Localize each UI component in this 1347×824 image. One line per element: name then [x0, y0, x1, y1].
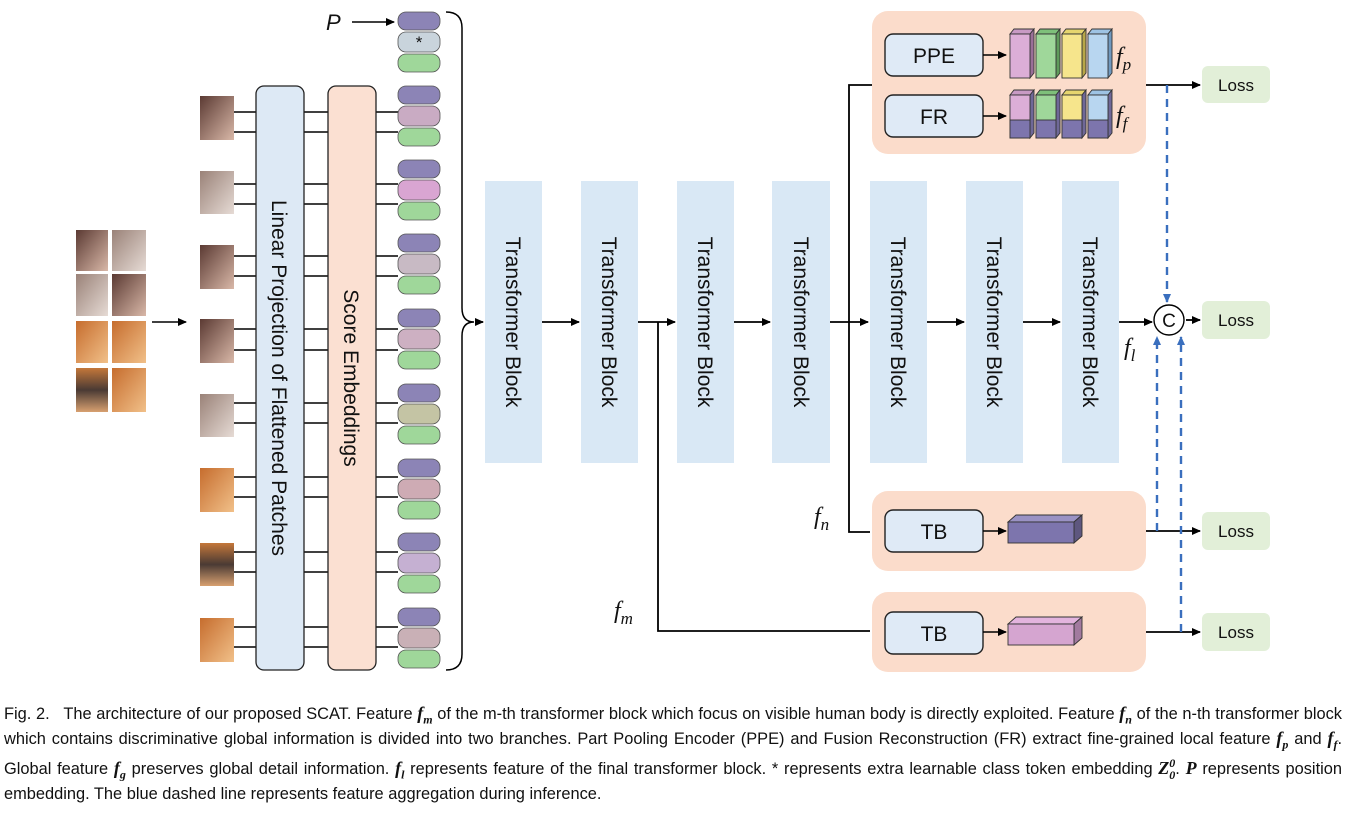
- caption-math-p: P: [1185, 758, 1197, 779]
- transformer-block-4: [772, 181, 830, 463]
- transformer-block-6: [966, 181, 1023, 463]
- loss-box-local: [1202, 66, 1270, 103]
- ppe-feature-cuboids: [1009, 27, 1113, 80]
- transformer-block-1: [485, 181, 542, 463]
- loss-label-final: Loss: [1218, 311, 1254, 330]
- tb-visible-label: TB: [921, 623, 948, 646]
- transformer-block-3: [677, 181, 734, 463]
- caption-fig-label: Fig. 2.: [4, 705, 50, 723]
- patch-thumb-6: [200, 468, 234, 512]
- transformer-block-4-label: Transformer Block: [789, 237, 812, 408]
- fr-label: FR: [920, 106, 948, 129]
- transformer-blocks: [485, 181, 1119, 463]
- token-embeddings: [397, 11, 441, 669]
- linear-projection-box: [255, 85, 305, 671]
- caption-text-5: . Global feature: [4, 730, 1342, 779]
- transformer-block-2: [581, 181, 638, 463]
- fm-feature-cuboid: [1006, 616, 1084, 646]
- cls-token-top: [397, 11, 441, 31]
- caption-math-fg: fg: [113, 758, 126, 782]
- loss-boxes: [1202, 66, 1270, 651]
- score-embeddings-label: Score Embeddings: [339, 289, 362, 466]
- loss-arrows: [1146, 81, 1201, 636]
- loss-label-local: Loss: [1218, 76, 1254, 95]
- cls-token-star-label: *: [416, 33, 423, 52]
- transformer-block-7-label: Transformer Block: [1078, 237, 1101, 408]
- cls-token-star: [397, 31, 441, 53]
- tb-global-label: TB: [921, 521, 948, 544]
- caption-text-1: The architecture of our proposed SCAT. F…: [63, 705, 418, 723]
- concat-label: C: [1162, 311, 1176, 332]
- patch-thumb-4: [200, 319, 234, 363]
- caption-math-fm: fm: [417, 703, 433, 727]
- caption-math-fn: fn: [1119, 703, 1132, 727]
- loss-box-final: [1202, 301, 1270, 339]
- caption-math-fl: fl: [395, 758, 405, 782]
- input-image: [76, 230, 146, 412]
- patch-thumb-8: [200, 618, 234, 662]
- loss-label-visible: Loss: [1218, 623, 1254, 642]
- caption-text-3: of the n-th transformer block which cont…: [4, 705, 1343, 749]
- caption-text-2: of the m-th transformer block which focu…: [432, 705, 1120, 723]
- concat-node: [1153, 304, 1185, 336]
- caption-text-9: represents position embedding. The blue …: [4, 760, 1342, 803]
- loss-box-visible: [1202, 613, 1270, 651]
- inference-aggregation-lines: [1153, 85, 1185, 632]
- caption-text-4: and: [1288, 730, 1328, 749]
- cls-token-bottom: [397, 53, 441, 73]
- main-flow-arrows: [475, 84, 1201, 632]
- feature-fm-label: fm: [614, 598, 633, 628]
- patch-thumb-2: [200, 171, 234, 214]
- patch-connectors: [234, 111, 398, 648]
- fg-feature-cuboid: [1006, 514, 1084, 544]
- transformer-block-5-label: Transformer Block: [886, 237, 909, 408]
- transformer-block-1-label: Transformer Block: [501, 237, 524, 408]
- patch-thumb-7: [200, 543, 234, 586]
- feature-fp-label: fp: [1116, 44, 1131, 74]
- fr-feature-cuboids: [1009, 88, 1113, 140]
- linear-projection-label: Linear Projection of Flattened Patches: [267, 200, 290, 556]
- caption-math-z: Z00: [1158, 756, 1176, 782]
- transformer-block-5: [870, 181, 927, 463]
- transformer-block-7: [1062, 181, 1119, 463]
- token-brace: [445, 11, 475, 671]
- transformer-block-6-label: Transformer Block: [982, 237, 1005, 408]
- transformer-block-2-label: Transformer Block: [597, 237, 620, 408]
- loss-label-global: Loss: [1218, 522, 1254, 541]
- ppe-label: PPE: [913, 45, 955, 68]
- tb-module-visible: [884, 611, 984, 655]
- feature-fn-label: fn: [814, 504, 829, 534]
- feature-fl-label: fl: [1124, 335, 1136, 365]
- patch-thumbnails: [200, 96, 234, 662]
- caption-math-fp: fp: [1276, 728, 1289, 752]
- loss-box-global: [1202, 512, 1270, 550]
- architecture-diagram: Linear Projection of Flattened Patches S…: [76, 10, 1270, 672]
- caption-text-6: preserves global detail information.: [125, 760, 396, 779]
- patch-thumb-3: [200, 245, 234, 289]
- patch-thumb-5: [200, 394, 234, 437]
- score-embeddings-box: [327, 85, 377, 671]
- caption-text-7: represents feature of the final transfor…: [404, 760, 1159, 779]
- transformer-block-3-label: Transformer Block: [693, 237, 716, 408]
- feature-ff-label: ff: [1116, 103, 1130, 133]
- caption-math-ff: ff: [1327, 728, 1338, 752]
- patch-thumb-1: [200, 96, 234, 140]
- figure-caption: Fig. 2. The architecture of our proposed…: [4, 704, 1342, 803]
- caption-text-8: .: [1175, 760, 1186, 779]
- position-embedding-label: P: [326, 10, 341, 35]
